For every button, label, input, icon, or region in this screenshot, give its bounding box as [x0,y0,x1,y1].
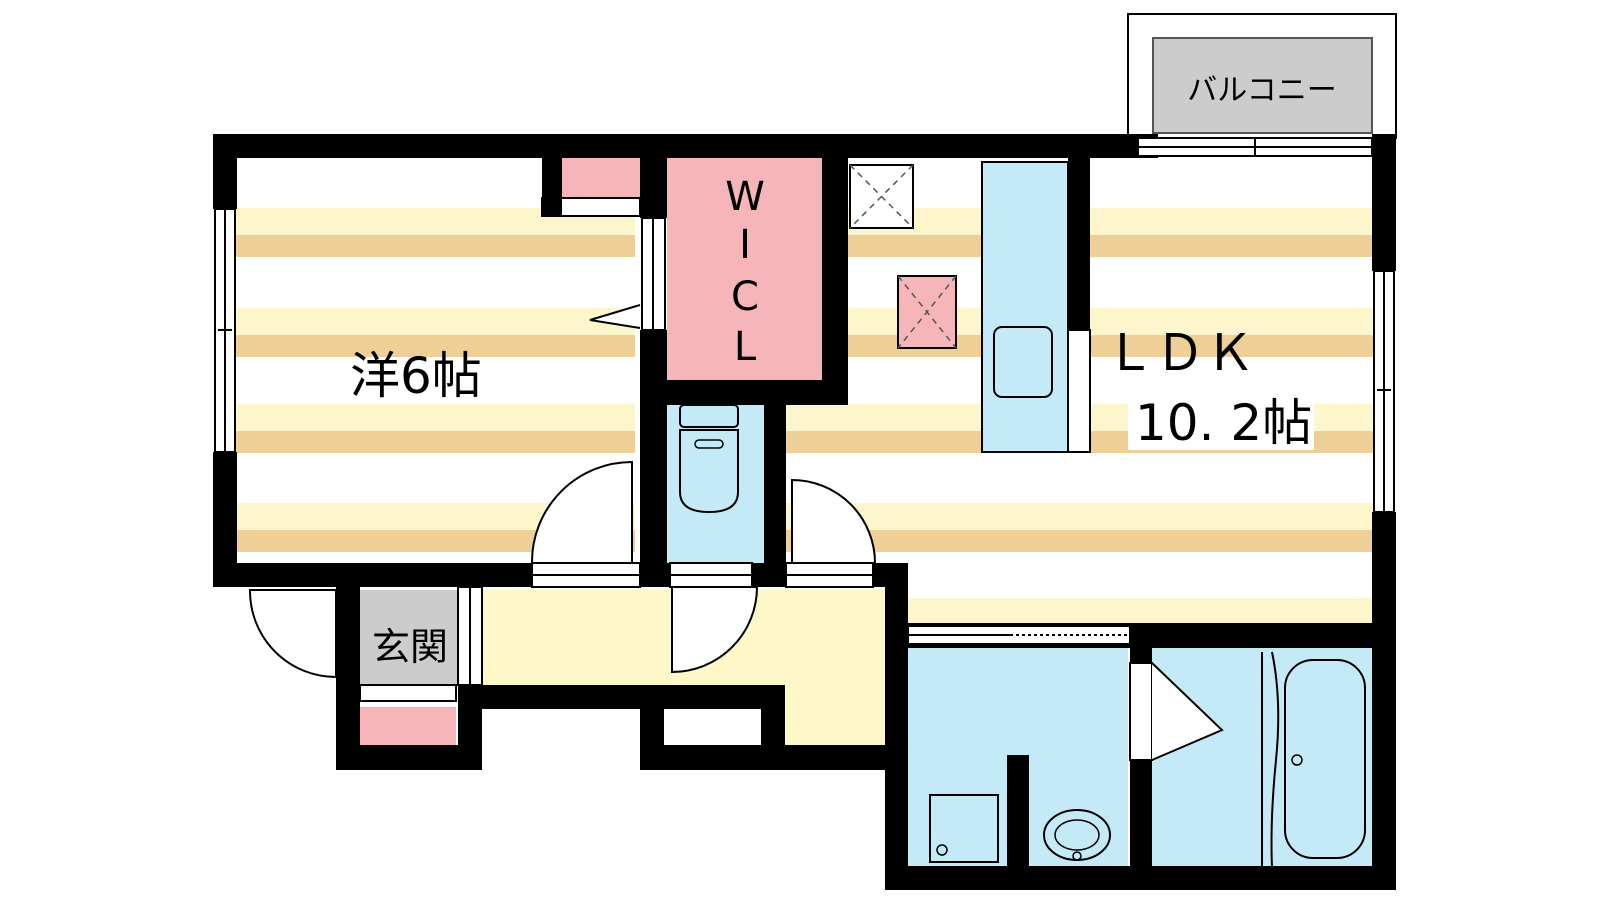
door-entrance [248,589,337,679]
toilet-fixture [679,404,739,514]
door-closet [589,304,641,329]
entrance-step [359,684,457,702]
wicl-label-c: C [731,274,759,320]
fridge-space [849,164,914,229]
washer-space [929,794,999,863]
fixtures [359,161,1366,869]
wash-basin [1030,808,1128,868]
door-toilet [671,586,759,674]
windows [214,137,1395,513]
entrance-floor [360,590,458,685]
utility-niche [664,709,761,745]
shoe-storage [360,707,456,745]
labels: 洋6帖 W I C L ＬＤＫ 10. 2帖 バルコニー 玄関 [350,73,1337,669]
doors [248,304,1224,761]
wicl-floor [667,158,822,380]
door-ldk [791,478,877,564]
door-bath [1151,662,1224,761]
wicl-label-l: L [734,324,757,370]
bathtub [1261,651,1366,869]
kitchen-sink [993,326,1053,398]
kitchen-panel [1067,329,1091,453]
entrance-label: 玄関 [372,625,448,669]
wicl-label-i: I [739,222,751,268]
balcony-label: バルコニー [1187,73,1336,108]
ldk-label: ＬＤＫ [1105,324,1255,382]
western-room-label: 洋6帖 [350,347,482,405]
ldk-size-label: 10. 2帖 [1135,394,1312,452]
storage-box [897,275,957,349]
balcony-floor [1152,37,1373,134]
wicl-label-w: W [725,174,765,220]
kitchen-counter [981,161,1069,453]
ldk-label-bg [1128,392,1314,450]
hallway-floor-lower [785,685,885,745]
door-western [530,460,633,564]
